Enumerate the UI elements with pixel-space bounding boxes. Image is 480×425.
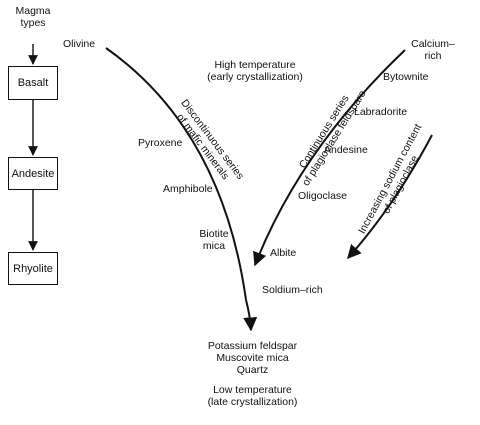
labradorite-label: Labradorite [354, 106, 408, 118]
quartz-label: Quartz [236, 364, 269, 376]
late-minerals-label: Potassium feldspar Muscovite mica Quartz [190, 340, 315, 376]
biotite-line1: Biotite [199, 228, 229, 240]
magma-title-line2: types [20, 17, 46, 29]
muscovite-mica-label: Muscovite mica [216, 352, 289, 364]
calcium-line2: rich [424, 50, 442, 62]
bytownite-label: Bytownite [383, 71, 429, 83]
merged-stem-arrow [243, 299, 258, 332]
andesite-box: Andesite [8, 157, 58, 190]
pyroxene-label: Pyroxene [138, 137, 183, 149]
low-temperature-label: Low temperature (late crystallization) [185, 384, 320, 408]
albite-label: Albite [270, 247, 297, 259]
biotite-line2: mica [202, 240, 226, 252]
amphibole-label: Amphibole [163, 183, 213, 195]
potassium-feldspar-label: Potassium feldspar [207, 340, 298, 352]
oligoclase-label: Oligoclase [298, 190, 348, 202]
calcium-line1: Calcium– [411, 38, 455, 50]
high-temperature-line1: High temperature [214, 59, 296, 71]
high-temperature-line2: (early crystallization) [207, 71, 303, 83]
discontinuous-series-curve [105, 47, 247, 301]
calcium-rich-label: Calcium– rich [408, 38, 458, 62]
olivine-label: Olivine [63, 38, 96, 50]
rhyolite-box: Rhyolite [8, 252, 58, 285]
high-temperature-label: High temperature (early crystallization) [185, 59, 325, 83]
increasing-sodium-arrow [347, 134, 433, 260]
low-temperature-line2: (late crystallization) [207, 396, 298, 408]
magma-types-title: Magma types [10, 5, 56, 29]
andesine-label: Andesine [324, 144, 368, 156]
continuous-series-curve [253, 49, 406, 267]
biotite-mica-label: Biotite mica [198, 228, 230, 252]
basalt-box: Basalt [8, 66, 58, 100]
magma-title-line1: Magma [15, 5, 51, 17]
sodium-rich-label: Soldium–rich [262, 284, 323, 296]
low-temperature-line1: Low temperature [213, 384, 292, 396]
